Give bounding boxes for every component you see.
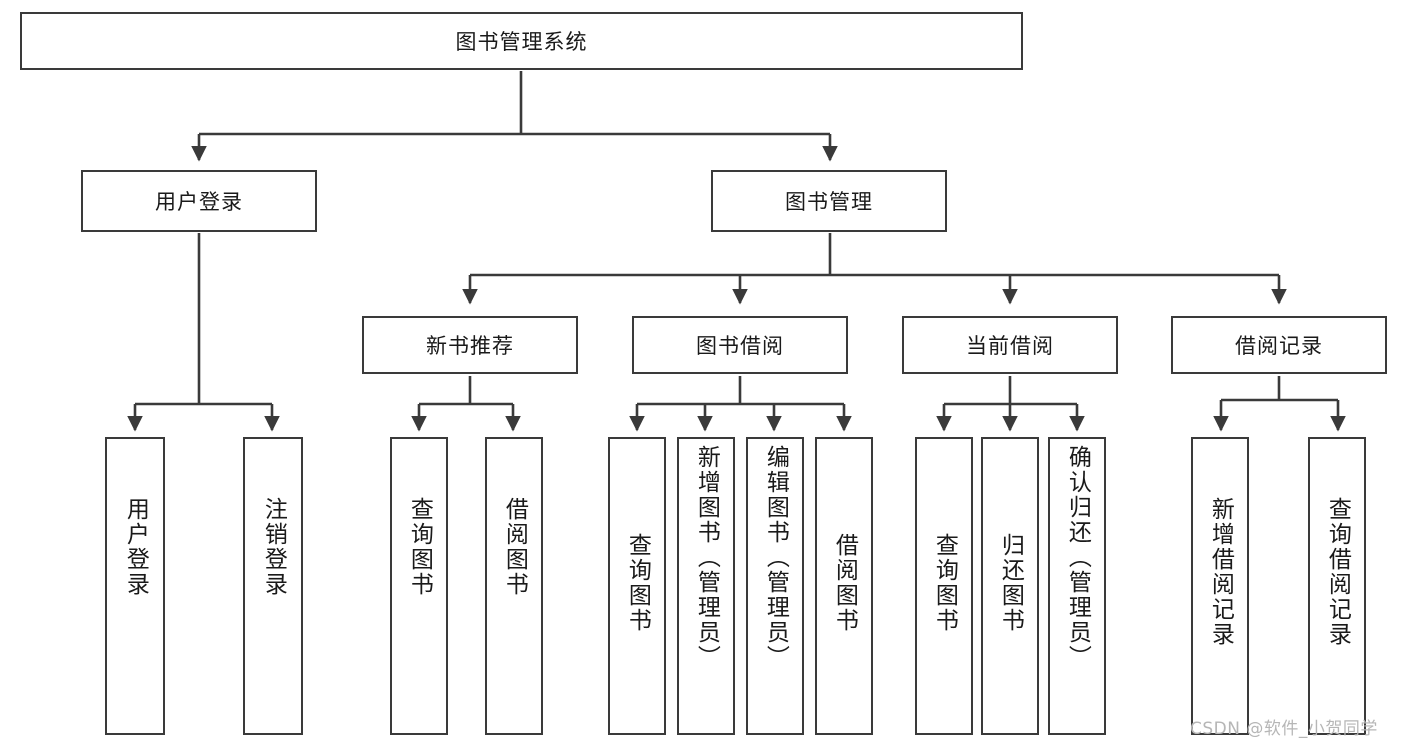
leaf-query-book-borrow[interactable]: 查询图书 bbox=[608, 437, 666, 735]
node-label: 新书推荐 bbox=[426, 334, 514, 358]
node-label: 新增图书（管理员） bbox=[693, 445, 720, 670]
node-label: 图书管理 bbox=[785, 190, 873, 214]
node-label: 编辑图书（管理员） bbox=[762, 445, 789, 670]
node-label: 查询图书 bbox=[931, 533, 958, 633]
leaf-borrow-book-newbook[interactable]: 借阅图书 bbox=[485, 437, 543, 735]
node-borrow-record[interactable]: 借阅记录 bbox=[1171, 316, 1387, 374]
node-label: 图书管理系统 bbox=[455, 30, 588, 54]
leaf-edit-book-admin[interactable]: 编辑图书（管理员） bbox=[746, 437, 804, 735]
node-label: 查询借阅记录 bbox=[1324, 497, 1351, 647]
node-user-login[interactable]: 用户登录 bbox=[81, 170, 317, 232]
node-label: 用户登录 bbox=[155, 190, 243, 214]
leaf-return-book[interactable]: 归还图书 bbox=[981, 437, 1039, 735]
leaf-borrow-book-borrow[interactable]: 借阅图书 bbox=[815, 437, 873, 735]
node-label: 注销登录 bbox=[260, 497, 287, 597]
node-label: 确认归还（管理员） bbox=[1064, 445, 1091, 670]
node-new-book-recommend[interactable]: 新书推荐 bbox=[362, 316, 578, 374]
node-label: 归还图书 bbox=[997, 533, 1024, 633]
node-label: 当前借阅 bbox=[966, 334, 1054, 358]
node-book-borrow[interactable]: 图书借阅 bbox=[632, 316, 848, 374]
leaf-query-book-newbook[interactable]: 查询图书 bbox=[390, 437, 448, 735]
leaf-add-borrow-record[interactable]: 新增借阅记录 bbox=[1191, 437, 1249, 735]
node-label: 新增借阅记录 bbox=[1207, 497, 1234, 647]
node-label: 用户登录 bbox=[122, 497, 149, 597]
leaf-query-book-current[interactable]: 查询图书 bbox=[915, 437, 973, 735]
node-label: 借阅记录 bbox=[1235, 334, 1323, 358]
node-label: 借阅图书 bbox=[501, 497, 528, 597]
node-root-system[interactable]: 图书管理系统 bbox=[20, 12, 1023, 70]
watermark: CSDN @软件_小贺同学 bbox=[1190, 719, 1378, 739]
leaf-logout[interactable]: 注销登录 bbox=[243, 437, 303, 735]
leaf-confirm-return-admin[interactable]: 确认归还（管理员） bbox=[1048, 437, 1106, 735]
node-book-management[interactable]: 图书管理 bbox=[711, 170, 947, 232]
leaf-query-borrow-record[interactable]: 查询借阅记录 bbox=[1308, 437, 1366, 735]
node-label: 借阅图书 bbox=[831, 533, 858, 633]
node-label: 图书借阅 bbox=[696, 334, 784, 358]
leaf-add-book-admin[interactable]: 新增图书（管理员） bbox=[677, 437, 735, 735]
node-label: 查询图书 bbox=[624, 533, 651, 633]
node-current-borrow[interactable]: 当前借阅 bbox=[902, 316, 1118, 374]
node-label: 查询图书 bbox=[406, 497, 433, 597]
leaf-user-login[interactable]: 用户登录 bbox=[105, 437, 165, 735]
